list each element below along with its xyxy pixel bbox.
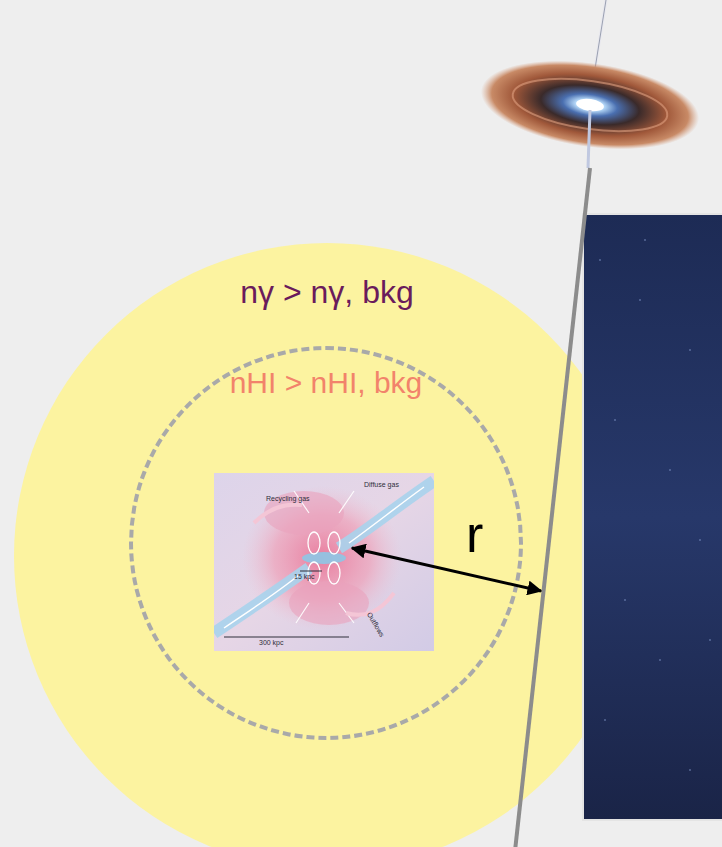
picture-part: [709, 639, 711, 641]
picture-part: [308, 532, 320, 554]
picture-part: [224, 637, 349, 638]
picture-part: [254, 505, 394, 615]
distance-label: r: [466, 508, 483, 560]
picture-part: [659, 659, 661, 661]
quasar: [475, 0, 705, 168]
picture-part: [689, 769, 691, 771]
picture-part: [349, 487, 424, 543]
distance-arrow: [352, 548, 541, 591]
picture-part: [289, 581, 369, 625]
picture-part: [328, 532, 340, 554]
picture-part: [302, 552, 346, 564]
density-condition: nHI > nHI, bkg: [230, 366, 423, 399]
picture-part: [588, 110, 590, 168]
picture-part: [264, 491, 344, 535]
picture-part: [599, 259, 601, 261]
picture-part: [224, 575, 299, 628]
picture-part: [300, 571, 322, 572]
picture-part: [214, 473, 434, 651]
picture-part: [639, 299, 641, 301]
illustration-label: Diffuse gas: [364, 481, 399, 489]
picture-part: [242, 486, 402, 630]
picture-part: [644, 239, 646, 241]
density-condition: nγ > nγ, bkg: [240, 275, 413, 310]
picture-part: [689, 349, 691, 351]
picture-part: [604, 719, 606, 721]
cgm-illustration: [214, 473, 434, 651]
illustration-label: 15 kpc: [294, 573, 315, 581]
picture-part: [599, 239, 711, 771]
picture-part: [614, 419, 616, 421]
picture-part: [328, 562, 340, 584]
picture-part: [699, 539, 701, 541]
picture-part: [624, 599, 626, 601]
picture-part: [583, 214, 722, 820]
spectrum-panel: [583, 214, 722, 820]
picture-part: [669, 469, 671, 471]
photon-excess-region: nγ > nγ, bkg nHI > nHI, bkg: [14, 243, 640, 847]
sightline: [514, 168, 590, 847]
illustration-label: Recycling gas: [266, 495, 310, 503]
hi-excess-region: nHI > nHI, bkg Diffus: [129, 346, 523, 740]
illustration-label: 300 kpc: [259, 639, 284, 647]
picture-part: [294, 491, 354, 623]
cgm-illustration-box: Diffuse gasRecycling gas15 kpcOutflows30…: [214, 473, 434, 651]
